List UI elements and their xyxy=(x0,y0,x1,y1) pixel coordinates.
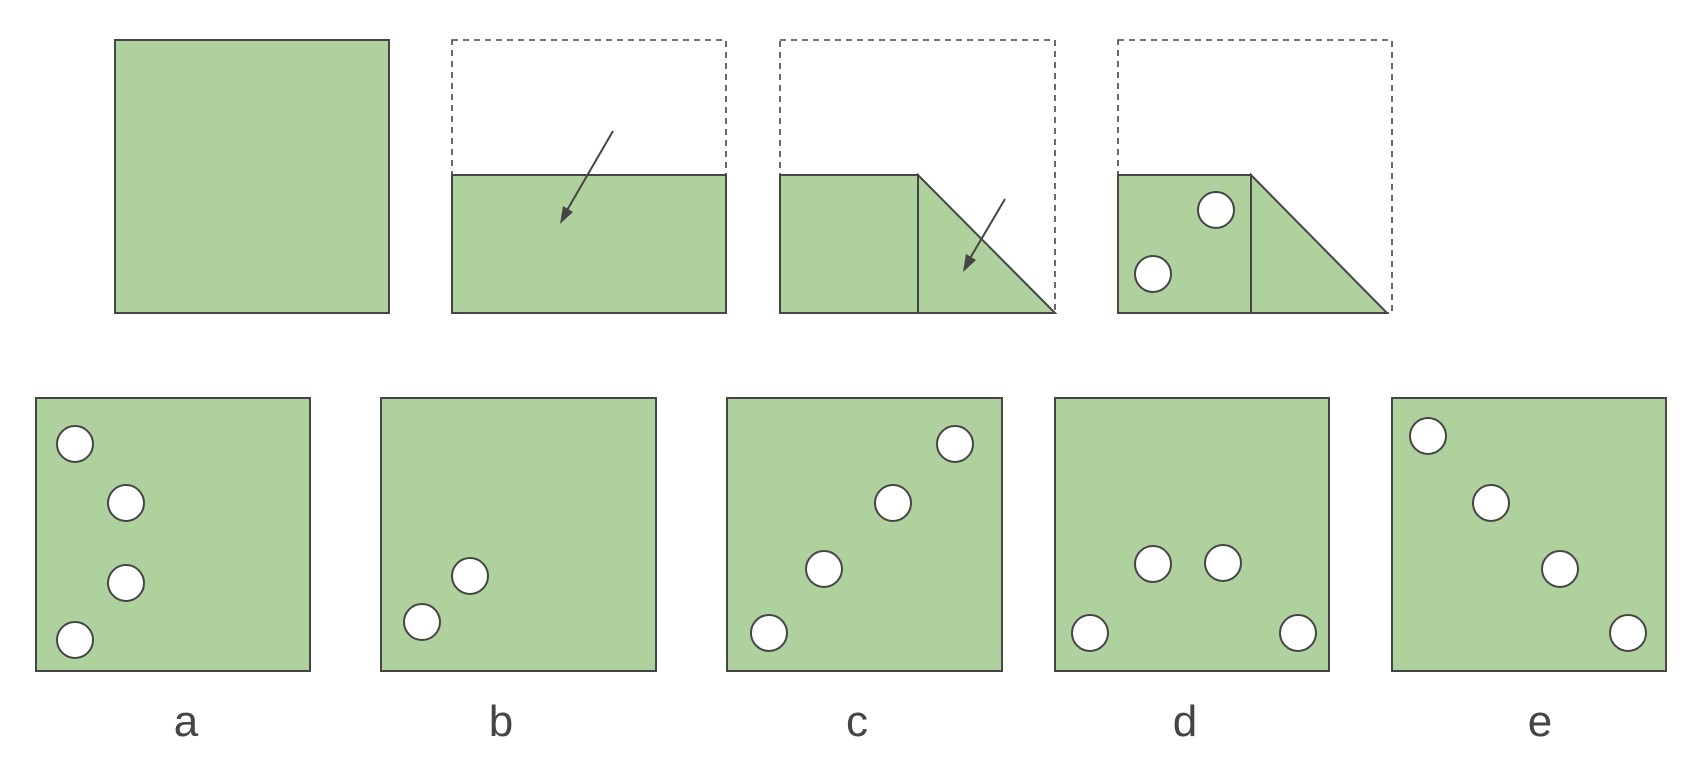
step-2-fold-arrow xyxy=(565,130,614,213)
step-3-folded-square xyxy=(779,174,919,314)
option-a-hole xyxy=(56,425,94,463)
option-b-figure[interactable] xyxy=(380,397,657,672)
option-c-hole xyxy=(805,550,843,588)
option-a-label[interactable]: a xyxy=(173,697,199,746)
option-a-figure[interactable] xyxy=(35,397,311,672)
option-c-figure[interactable] xyxy=(726,397,1003,672)
option-d-label[interactable]: d xyxy=(1172,697,1198,746)
option-c-hole xyxy=(750,614,788,652)
option-b-hole xyxy=(451,557,489,595)
step-3-fold-arrow xyxy=(968,198,1006,261)
step-4-hole xyxy=(1134,255,1172,293)
step-4-folded-square xyxy=(1117,174,1252,314)
option-e-hole xyxy=(1541,550,1579,588)
option-e-label[interactable]: e xyxy=(1527,697,1553,746)
option-d-hole xyxy=(1279,614,1317,652)
step-2-arrowhead xyxy=(560,206,573,224)
option-b-label[interactable]: b xyxy=(488,697,514,746)
step-1-paper xyxy=(114,39,390,314)
step-2-fold-down xyxy=(451,39,727,314)
step-4-folded-triangle xyxy=(1250,172,1390,314)
step-2-folded-paper xyxy=(451,174,727,314)
option-c-label[interactable]: c xyxy=(846,697,868,746)
answer-options xyxy=(35,397,1667,672)
step-3-folded-triangle xyxy=(917,172,1058,314)
option-e-hole xyxy=(1609,614,1647,652)
option-a-hole xyxy=(56,621,94,659)
option-c-hole xyxy=(936,425,974,463)
option-d-figure[interactable] xyxy=(1054,397,1330,672)
option-a-hole xyxy=(107,484,145,522)
step-3-fold-diagonal xyxy=(779,39,1058,314)
option-d-hole xyxy=(1204,544,1242,582)
option-d-hole xyxy=(1071,614,1109,652)
step-4-hole xyxy=(1197,191,1235,229)
option-d-hole xyxy=(1134,545,1172,583)
step-4-punched xyxy=(1117,39,1393,314)
option-e-figure[interactable] xyxy=(1391,397,1667,672)
option-b-hole xyxy=(403,603,441,641)
option-e-hole xyxy=(1472,484,1510,522)
question-sequence xyxy=(114,39,1393,314)
step-3-arrowhead xyxy=(963,254,976,272)
option-c-hole xyxy=(874,484,912,522)
option-e-hole xyxy=(1409,417,1447,455)
option-a-hole xyxy=(107,564,145,602)
